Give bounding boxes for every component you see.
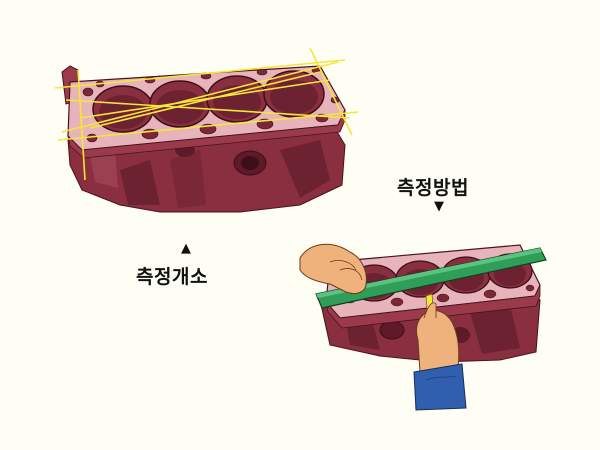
measure-method-label: 측정방법	[397, 177, 469, 199]
sleeve	[413, 363, 467, 411]
measure-points-label: 측정개소	[136, 266, 208, 288]
right-hand	[415, 309, 460, 373]
engine-block-measure	[299, 243, 547, 411]
arrow-up-icon: ▲	[181, 241, 191, 256]
engine-block-top	[54, 47, 359, 213]
left-hand	[299, 243, 367, 295]
arrow-down-icon: ▼	[434, 199, 444, 214]
measurement-lines	[54, 47, 359, 181]
